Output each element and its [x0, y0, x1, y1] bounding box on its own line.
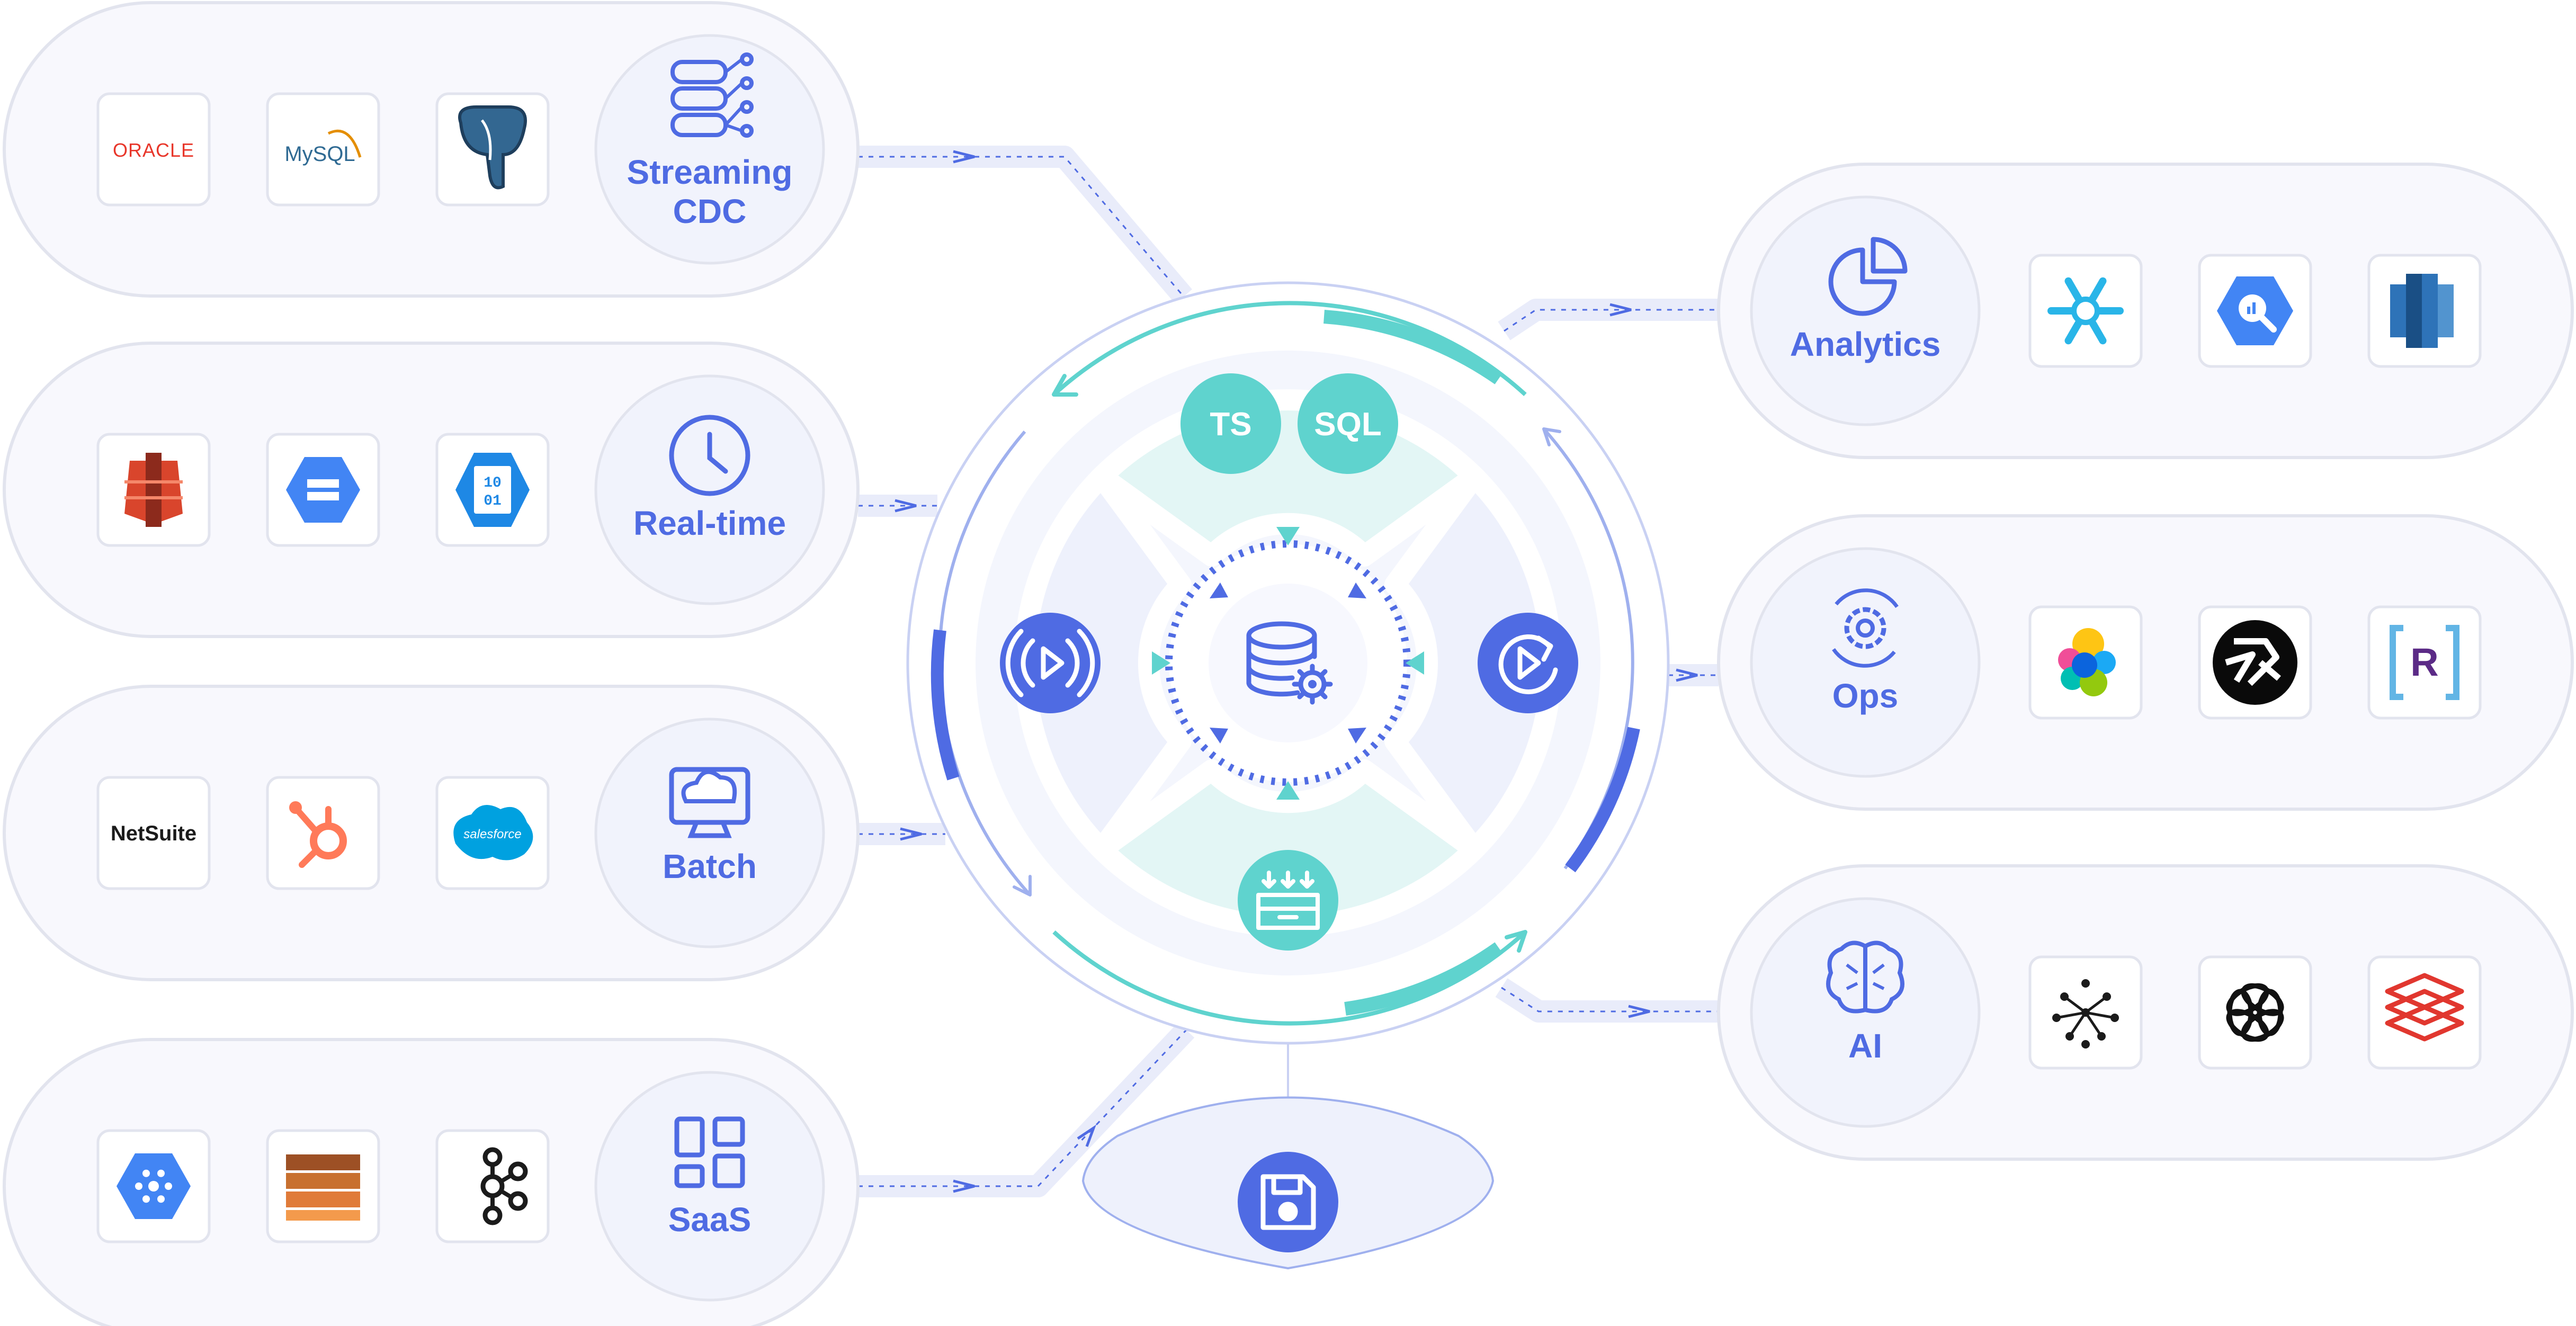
postgresql-logo [435, 92, 550, 207]
rockset-logo: R [2367, 605, 2482, 720]
triangle-top [1276, 527, 1300, 545]
hubspot-logo [266, 776, 380, 890]
source-card-saas: SaaS [3, 1038, 860, 1326]
svg-text:10: 10 [484, 475, 502, 491]
connector-lines [858, 146, 1719, 1197]
kafka-logo [435, 1129, 550, 1243]
google-cloud-storage-logo [266, 433, 380, 547]
destination-card-ops: Ops R [1717, 514, 2574, 811]
pie-chart-icon [1828, 237, 1908, 316]
inbox-download-icon [1256, 871, 1320, 930]
snowflake-logo [2028, 254, 2143, 368]
database-stack-icon [670, 52, 754, 138]
oracle-logo: ORACLE [96, 92, 211, 207]
category-circle [1750, 547, 1981, 778]
category-label: Batch [663, 847, 757, 885]
hub: TS SQL [906, 281, 1670, 1045]
category-circle [1750, 195, 1981, 426]
category-circle [1750, 897, 1981, 1128]
cloud-monitor-icon [669, 767, 750, 838]
svg-text:R: R [2410, 640, 2438, 684]
svg-text:ORACLE: ORACLE [113, 139, 194, 161]
badge-sql: SQL [1314, 406, 1381, 443]
destination-card-analytics: Analytics [1717, 163, 2574, 459]
google-pubsub-logo [96, 1129, 211, 1243]
destination-card-ai: AI [1717, 864, 2574, 1161]
triangle-left [1152, 651, 1170, 675]
pinecone-logo [2028, 955, 2143, 1070]
connector-analytics [1498, 299, 1719, 341]
hub-left-quadrant [1014, 466, 1192, 860]
svg-text:01: 01 [484, 493, 502, 509]
badge-sql-circle [1298, 373, 1398, 474]
hub-bottom-quadrant [1091, 759, 1485, 937]
source-card-batch: Batch NetSuite salesforce [3, 685, 860, 981]
broadcast-play-icon [1005, 629, 1095, 697]
save-disk-icon [1260, 1174, 1316, 1230]
category-label: SaaS [668, 1200, 752, 1239]
svg-text:NetSuite: NetSuite [111, 822, 196, 845]
svg-text:MySQL: MySQL [284, 142, 355, 166]
category-label: Ops [1832, 677, 1898, 715]
svg-text:salesforce: salesforce [463, 827, 521, 841]
openai-logo [2198, 955, 2312, 1070]
category-circle [594, 1071, 825, 1302]
category-label: Streaming [627, 153, 793, 191]
gear-cycle-icon [1832, 588, 1899, 668]
brain-icon [1826, 940, 1904, 1014]
redshift-logo [2367, 254, 2482, 368]
triangle-right [1406, 651, 1424, 675]
aws-s3-logo [96, 433, 211, 547]
connector-streaming-cdc [858, 146, 1192, 304]
clock-icon [669, 415, 750, 496]
category-label: Analytics [1790, 325, 1941, 363]
mysql-logo: MySQL [266, 92, 380, 207]
category-circle [594, 34, 825, 265]
badge-ts-circle [1180, 373, 1281, 474]
aws-kinesis-logo [266, 1129, 380, 1243]
database-gear-icon [1246, 621, 1333, 705]
storage-tab [1081, 1096, 1495, 1270]
salesforce-logo: salesforce [435, 776, 550, 890]
connector-ai [1495, 978, 1719, 1023]
netsuite-logo: NetSuite [96, 776, 211, 890]
grid-icon [674, 1116, 745, 1188]
bigquery-logo [2198, 254, 2312, 368]
badge-ts: TS [1210, 406, 1251, 443]
replay-icon [1498, 634, 1558, 694]
category-label: CDC [673, 192, 747, 230]
elastic-logo [2028, 605, 2143, 720]
triangle-bottom [1276, 781, 1300, 800]
hub-right-quadrant [1384, 466, 1562, 860]
category-circle [594, 718, 825, 948]
category-label: Real-time [633, 504, 786, 542]
category-circle [594, 374, 825, 605]
category-label: AI [1848, 1027, 1882, 1065]
cockroachdb-logo [2198, 605, 2312, 720]
databricks-logo [2367, 955, 2482, 1070]
